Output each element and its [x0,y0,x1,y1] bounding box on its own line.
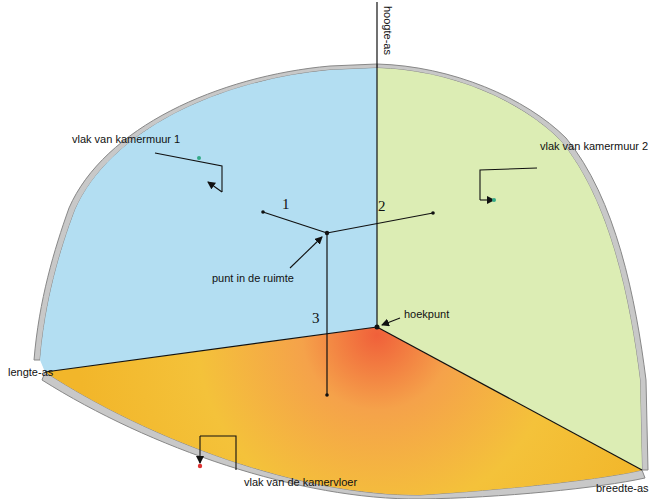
leader-line [480,168,537,200]
width-axis [377,327,642,470]
axis-label: hoogte-as [382,4,394,57]
marker-dot [198,464,202,468]
leader-line [200,436,236,470]
leader-arrow [480,199,494,200]
slab-edge [34,64,648,499]
line-end-dot [431,211,435,215]
corner-point [375,325,380,330]
distance-line-3 [326,233,327,395]
marker-dot [197,156,201,160]
leader-arrow [382,318,400,325]
callout-number: 3 [312,310,320,327]
leader-arrow [290,237,322,268]
callout-number: 2 [378,198,386,215]
plane-label: vlak van de kamervloer [244,476,357,488]
marker-dot [492,198,496,202]
axis-label: lengte-as [8,366,53,378]
distance-line-1 [263,212,327,233]
line-end-dot [325,393,329,397]
plane-label: vlak van kamermuur 1 [72,133,180,145]
leader-line [155,153,222,192]
floor-plane [45,327,642,495]
distance-line-2 [327,213,433,233]
height-axis [376,2,377,327]
point-label: punt in de ruimte [212,272,294,284]
callout-number: 1 [282,196,290,213]
plane-label: vlak van kamermuur 2 [540,140,648,152]
point-label: hoekpunt [404,308,449,320]
leader-arrow [199,436,200,463]
leader-arrow [208,182,222,192]
space-point [325,231,329,235]
axis-label: breedte-as [596,482,649,494]
line-end-dot [261,210,265,214]
